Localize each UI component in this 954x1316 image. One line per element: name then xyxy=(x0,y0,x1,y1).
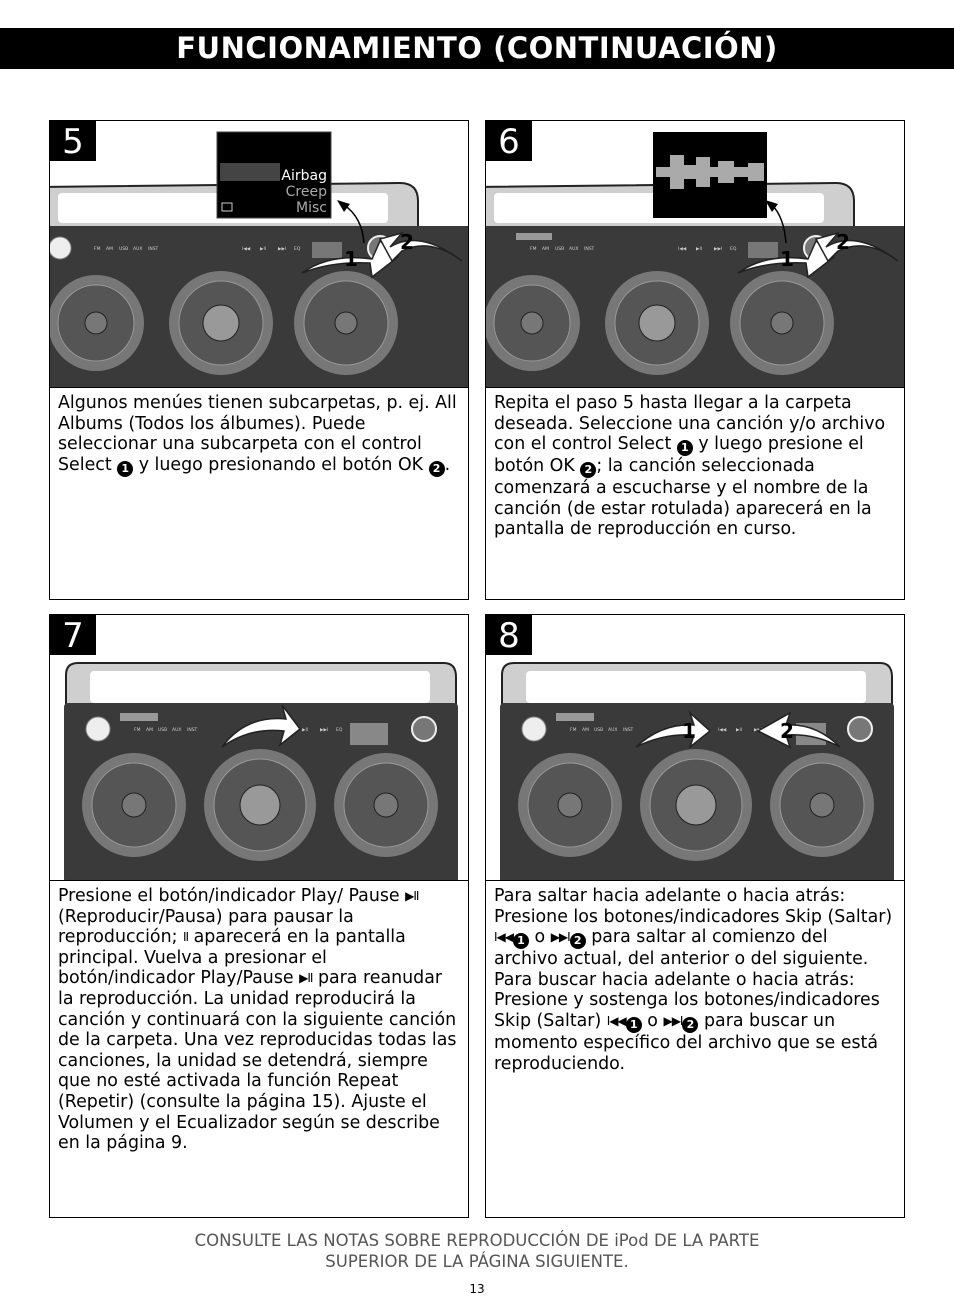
callout-1-icon: 1 xyxy=(676,440,693,457)
source-label: USB xyxy=(158,727,167,733)
source-label: AUX xyxy=(133,246,142,252)
menu-item-airbag: Airbag xyxy=(281,168,327,184)
skip-back-icon: I◀◀ xyxy=(606,1013,627,1028)
eq-label: EQ xyxy=(294,246,301,252)
source-label: AM xyxy=(582,727,589,733)
transport-label: ▶▶I xyxy=(714,246,722,252)
step-5-illustration: FM AM USB AUX INST I◀◀ ▶II ▶▶I EQ Airbag… xyxy=(50,121,468,388)
arrow-skip-forward xyxy=(756,711,841,749)
callout-1-icon: 1 xyxy=(625,1016,642,1033)
source-label: INST xyxy=(187,727,198,733)
step-7-panel: 7 FM AM USB AUX INST I◀◀ ▶II ▶▶I EQ xyxy=(49,614,469,1218)
source-label: AM xyxy=(146,727,153,733)
transport-label: ▶II xyxy=(302,727,308,733)
callout-1-icon: 1 xyxy=(513,933,529,950)
transport-label: I◀◀ xyxy=(242,246,251,252)
callout-1-icon: 1 xyxy=(117,460,134,477)
callout-1: 1 xyxy=(682,719,696,743)
step-5-panel: 5 FM AM USB AUX INST I◀◀ ▶II ▶▶I EQ xyxy=(49,120,469,600)
pause-icon: II xyxy=(182,930,189,945)
callout-1: 1 xyxy=(780,247,794,271)
step-number: 5 xyxy=(50,121,96,162)
step-number: 7 xyxy=(50,615,96,656)
callout-2-icon: 2 xyxy=(580,462,597,479)
source-label: INST xyxy=(584,246,595,252)
source-label: FM xyxy=(94,246,101,252)
step-6-illustration: FM AM USB AUX INST I◀◀ ▶II ▶▶I EQ xyxy=(486,121,904,388)
transport-label: ▶▶I xyxy=(278,246,286,252)
folder-icon xyxy=(221,202,233,212)
waveform-icon xyxy=(656,155,764,189)
step-6-text: Repita el paso 5 hasta llegar a la carpe… xyxy=(494,393,886,540)
callout-2: 2 xyxy=(780,719,794,743)
source-label: AUX xyxy=(608,727,617,733)
skip-forward-icon: ▶▶I xyxy=(550,930,571,945)
callout-2: 2 xyxy=(400,230,414,254)
arrow-skip-back xyxy=(635,710,712,750)
source-label: FM xyxy=(134,727,141,733)
step-8-illustration: FM AM USB AUX INST I◀◀ ▶II ▶▶I 1 2 xyxy=(486,615,904,881)
callout-2-icon: 2 xyxy=(682,1016,699,1033)
transport-label: I◀◀ xyxy=(718,727,727,733)
step-7-illustration: FM AM USB AUX INST I◀◀ ▶II ▶▶I EQ xyxy=(50,615,468,881)
skip-back-icon: I◀◀ xyxy=(494,930,514,945)
footer-line: CONSULTE LAS NOTAS SOBRE REPRODUCCIÓN DE… xyxy=(194,1231,760,1250)
source-label: FM xyxy=(530,246,537,252)
play-pause-icon: ▶II xyxy=(405,889,419,903)
source-label: INST xyxy=(148,246,159,252)
step-7-text: Presione el botón/indicador Play/ Pause … xyxy=(58,886,457,1154)
source-label: USB xyxy=(119,246,128,252)
transport-label: ▶▶I xyxy=(754,727,762,733)
eq-label: EQ xyxy=(730,246,737,252)
callout-1: 1 xyxy=(344,247,358,271)
callout-2-icon: 2 xyxy=(428,460,445,477)
source-label: AUX xyxy=(569,246,578,252)
skip-forward-icon: ▶▶I xyxy=(663,1013,683,1028)
callout-2-icon: 2 xyxy=(569,933,586,950)
source-label: AM xyxy=(106,246,113,252)
step-6-panel: 6 FM AM USB AUX INST I◀◀ ▶II ▶▶I EQ xyxy=(485,120,905,600)
source-label: USB xyxy=(594,727,603,733)
page-number: 13 xyxy=(469,1282,485,1296)
source-label: FM xyxy=(570,727,577,733)
callout-2: 2 xyxy=(836,230,850,254)
eq-label: EQ xyxy=(336,727,343,733)
source-label: AUX xyxy=(172,727,181,733)
menu-item-creep: Creep xyxy=(286,184,327,200)
arrow-play-pause xyxy=(221,704,302,748)
footer-line: SUPERIOR DE LA PÁGINA SIGUIENTE. xyxy=(325,1252,629,1271)
source-label: AM xyxy=(542,246,549,252)
step-8-panel: 8 FM AM USB AUX INST I◀◀ ▶II ▶▶I xyxy=(485,614,905,1218)
transport-label: I◀◀ xyxy=(678,246,687,252)
step-8-text: Para saltar hacia adelante o hacia atrás… xyxy=(494,886,893,1074)
play-pause-icon: ▶II xyxy=(299,971,313,986)
step-number: 6 xyxy=(486,121,532,162)
transport-label: ▶II xyxy=(736,727,742,733)
menu-item-misc: Misc xyxy=(296,200,327,216)
footer-note: CONSULTE LAS NOTAS SOBRE REPRODUCCIÓN DE… xyxy=(0,1230,954,1272)
transport-label: ▶II xyxy=(696,246,702,252)
source-label: USB xyxy=(555,246,564,252)
page-title: FUNCIONAMIENTO (CONTINUACIÓN) xyxy=(0,28,954,69)
step-5-text: Algunos menúes tienen subcarpetas, p. ej… xyxy=(58,393,457,477)
transport-label: ▶II xyxy=(260,246,266,252)
transport-label: ▶▶I xyxy=(320,727,328,733)
source-label: INST xyxy=(623,727,634,733)
step-number: 8 xyxy=(486,615,532,656)
